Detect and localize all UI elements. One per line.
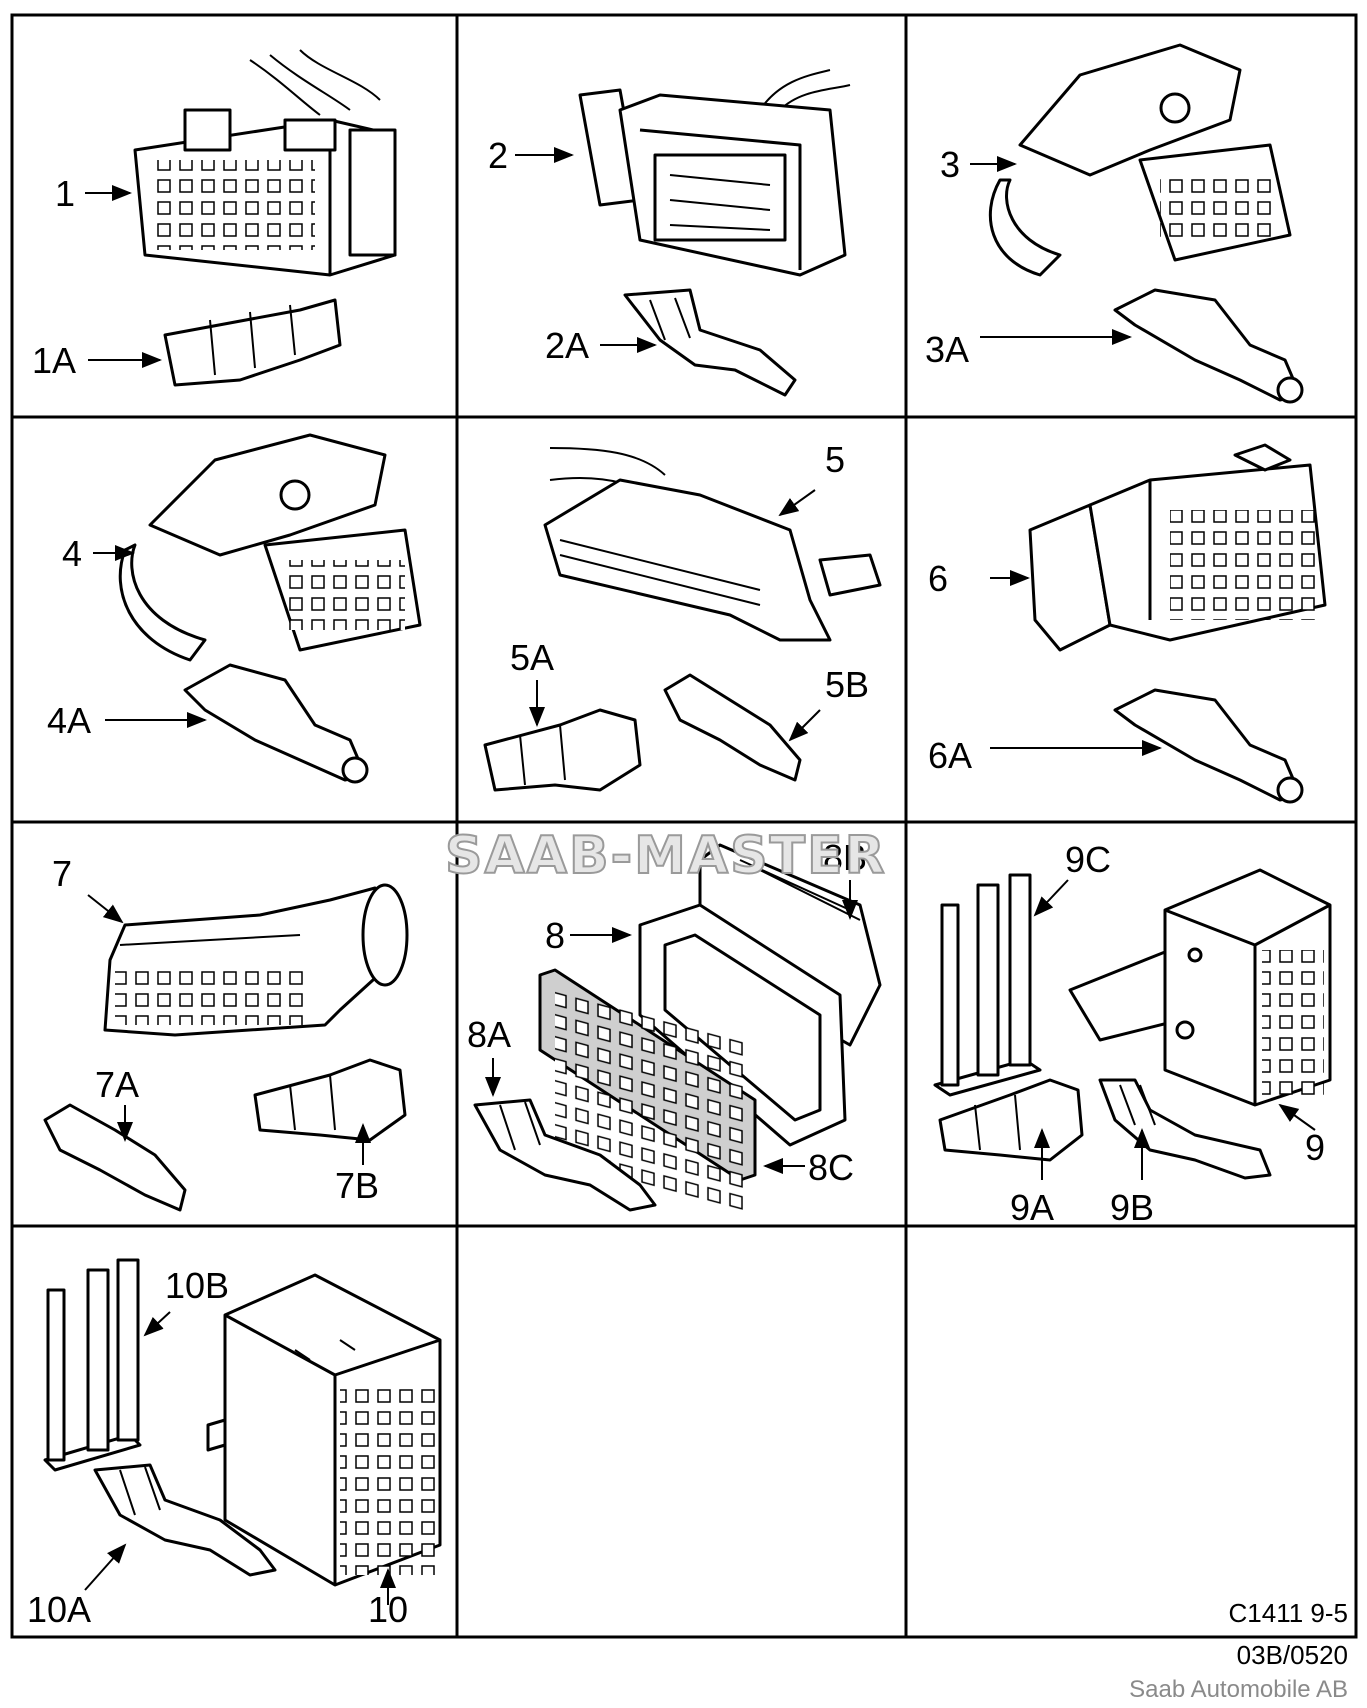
label-1A: 1A <box>32 340 76 381</box>
connector-3-drawing <box>988 43 1292 277</box>
label-5: 5 <box>825 439 845 480</box>
panel-8: 8 8A 8B 8C <box>467 837 882 1215</box>
terminal-7A-drawing <box>43 1103 187 1212</box>
panel-10: 10 10A 10B <box>27 1258 442 1630</box>
arrow-7 <box>87 894 124 924</box>
terminal-7B-drawing <box>253 1058 407 1142</box>
footer-company: Saab Automobile AB <box>1129 1676 1348 1703</box>
connector-1-drawing <box>133 49 397 277</box>
arrow-10A <box>84 1543 127 1591</box>
label-10B: 10B <box>165 1265 229 1306</box>
label-1: 1 <box>55 173 75 214</box>
label-8A: 8A <box>467 1014 511 1055</box>
label-5A: 5A <box>510 637 554 678</box>
terminal-6A-drawing <box>1113 688 1304 804</box>
terminal-3A-drawing <box>1113 288 1304 404</box>
terminal-5A-drawing <box>483 708 642 792</box>
label-10A: 10A <box>27 1589 91 1630</box>
label-4A: 4A <box>47 700 91 741</box>
label-3: 3 <box>940 144 960 185</box>
terminal-5B-drawing <box>663 673 802 782</box>
label-2: 2 <box>488 135 508 176</box>
terminal-10A-drawing <box>93 1463 277 1577</box>
arrow-9C <box>1033 879 1069 917</box>
label-9C: 9C <box>1065 839 1111 880</box>
label-7B: 7B <box>335 1165 379 1206</box>
label-6: 6 <box>928 558 948 599</box>
connector-8-drawing <box>538 843 882 1215</box>
terminal-2A-drawing <box>623 288 797 397</box>
arrow-5 <box>778 489 816 517</box>
key-9C-drawing <box>933 873 1042 1097</box>
grid-frame <box>10 13 1358 1639</box>
terminal-1A-drawing <box>163 298 342 387</box>
panel-6: 6 6A <box>928 443 1327 804</box>
label-9A: 9A <box>1010 1187 1054 1228</box>
label-7A: 7A <box>95 1064 139 1105</box>
arrow-10B <box>143 1311 171 1337</box>
label-5B: 5B <box>825 664 869 705</box>
connector-4-drawing <box>118 433 422 662</box>
watermark: SAAB-MASTER <box>445 826 887 886</box>
panel-2: 2 2A <box>488 69 851 397</box>
footer-code: C1411 9-5 <box>1229 1598 1349 1628</box>
label-7: 7 <box>52 853 72 894</box>
panel-5: 5 5A 5B <box>483 439 882 792</box>
label-6A: 6A <box>928 735 972 776</box>
panel-3: 3 3A <box>925 43 1304 404</box>
connector-2-drawing <box>578 69 851 277</box>
label-8: 8 <box>545 915 565 956</box>
label-2A: 2A <box>545 325 589 366</box>
label-8C: 8C <box>808 1147 854 1188</box>
key-10B-drawing <box>43 1258 142 1472</box>
connector-6-drawing <box>1028 443 1327 652</box>
label-4: 4 <box>62 533 82 574</box>
label-3A: 3A <box>925 329 969 370</box>
label-10: 10 <box>368 1589 408 1630</box>
terminal-8A-drawing <box>473 1098 657 1212</box>
panel-4: 4 4A <box>47 433 422 784</box>
connector-10-drawing <box>206 1273 442 1587</box>
terminal-4A-drawing <box>183 663 369 784</box>
connector-7-drawing <box>103 883 409 1037</box>
label-9B: 9B <box>1110 1187 1154 1228</box>
arrow-5B <box>788 709 821 742</box>
connector-5-drawing <box>543 447 882 642</box>
panel-7: 7 7A 7B <box>43 853 409 1212</box>
arrow-9 <box>1278 1103 1316 1131</box>
label-9: 9 <box>1305 1127 1325 1168</box>
panel-1: 1 1A <box>32 49 397 387</box>
connector-9-drawing <box>1068 868 1332 1107</box>
label-8B: 8B <box>823 837 867 878</box>
panel-9: 9 9A 9B 9C <box>933 839 1332 1228</box>
footer-ref: 03B/0520 <box>1237 1640 1348 1670</box>
